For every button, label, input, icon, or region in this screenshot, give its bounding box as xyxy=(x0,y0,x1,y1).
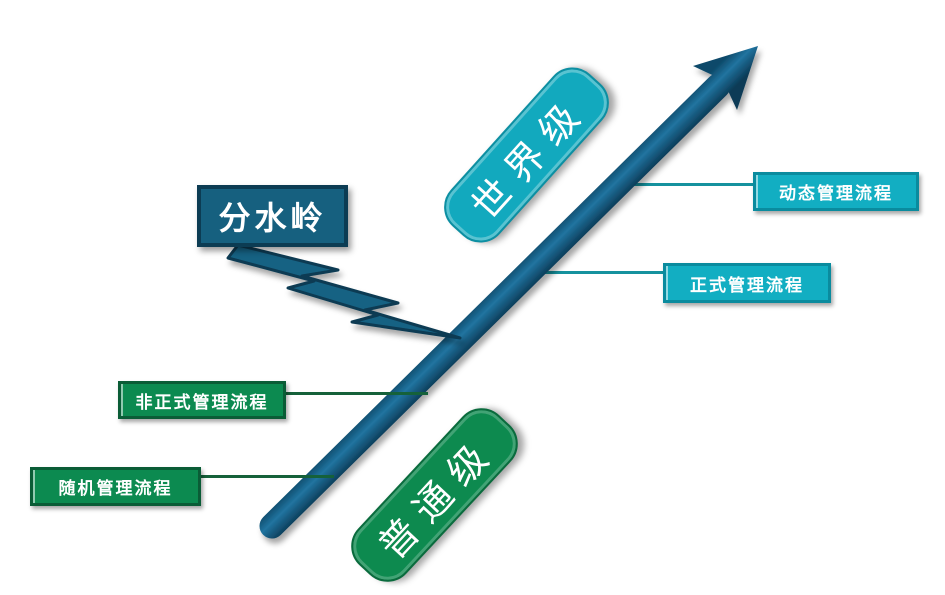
watershed-label: 分水岭 xyxy=(218,200,327,236)
label-formal-process-text: 正式管理流程 xyxy=(690,275,804,295)
connector-line-formal xyxy=(525,271,665,274)
badge-world-class: 世界级 xyxy=(433,56,620,254)
badge-world-class-label: 世界级 xyxy=(464,88,596,228)
connector-line-dynamic xyxy=(610,183,755,186)
badge-ordinary-level: 普通级 xyxy=(340,397,529,593)
label-informal-process: 非正式管理流程 xyxy=(118,381,286,419)
label-dynamic-process-text: 动态管理流程 xyxy=(779,184,893,203)
label-formal-process: 正式管理流程 xyxy=(663,263,831,303)
label-informal-process-text: 非正式管理流程 xyxy=(135,392,269,412)
lightning-bolt-icon xyxy=(226,243,462,340)
connector-line-informal xyxy=(283,392,428,395)
label-random-process-text: 随机管理流程 xyxy=(58,479,173,498)
trend-arrow-head xyxy=(693,46,758,110)
watershed-callout: 分水岭 xyxy=(197,185,348,247)
label-random-process: 随机管理流程 xyxy=(30,467,201,506)
badge-ordinary-level-label: 普通级 xyxy=(371,428,505,568)
label-dynamic-process: 动态管理流程 xyxy=(753,172,919,211)
connector-line-random xyxy=(197,475,334,478)
